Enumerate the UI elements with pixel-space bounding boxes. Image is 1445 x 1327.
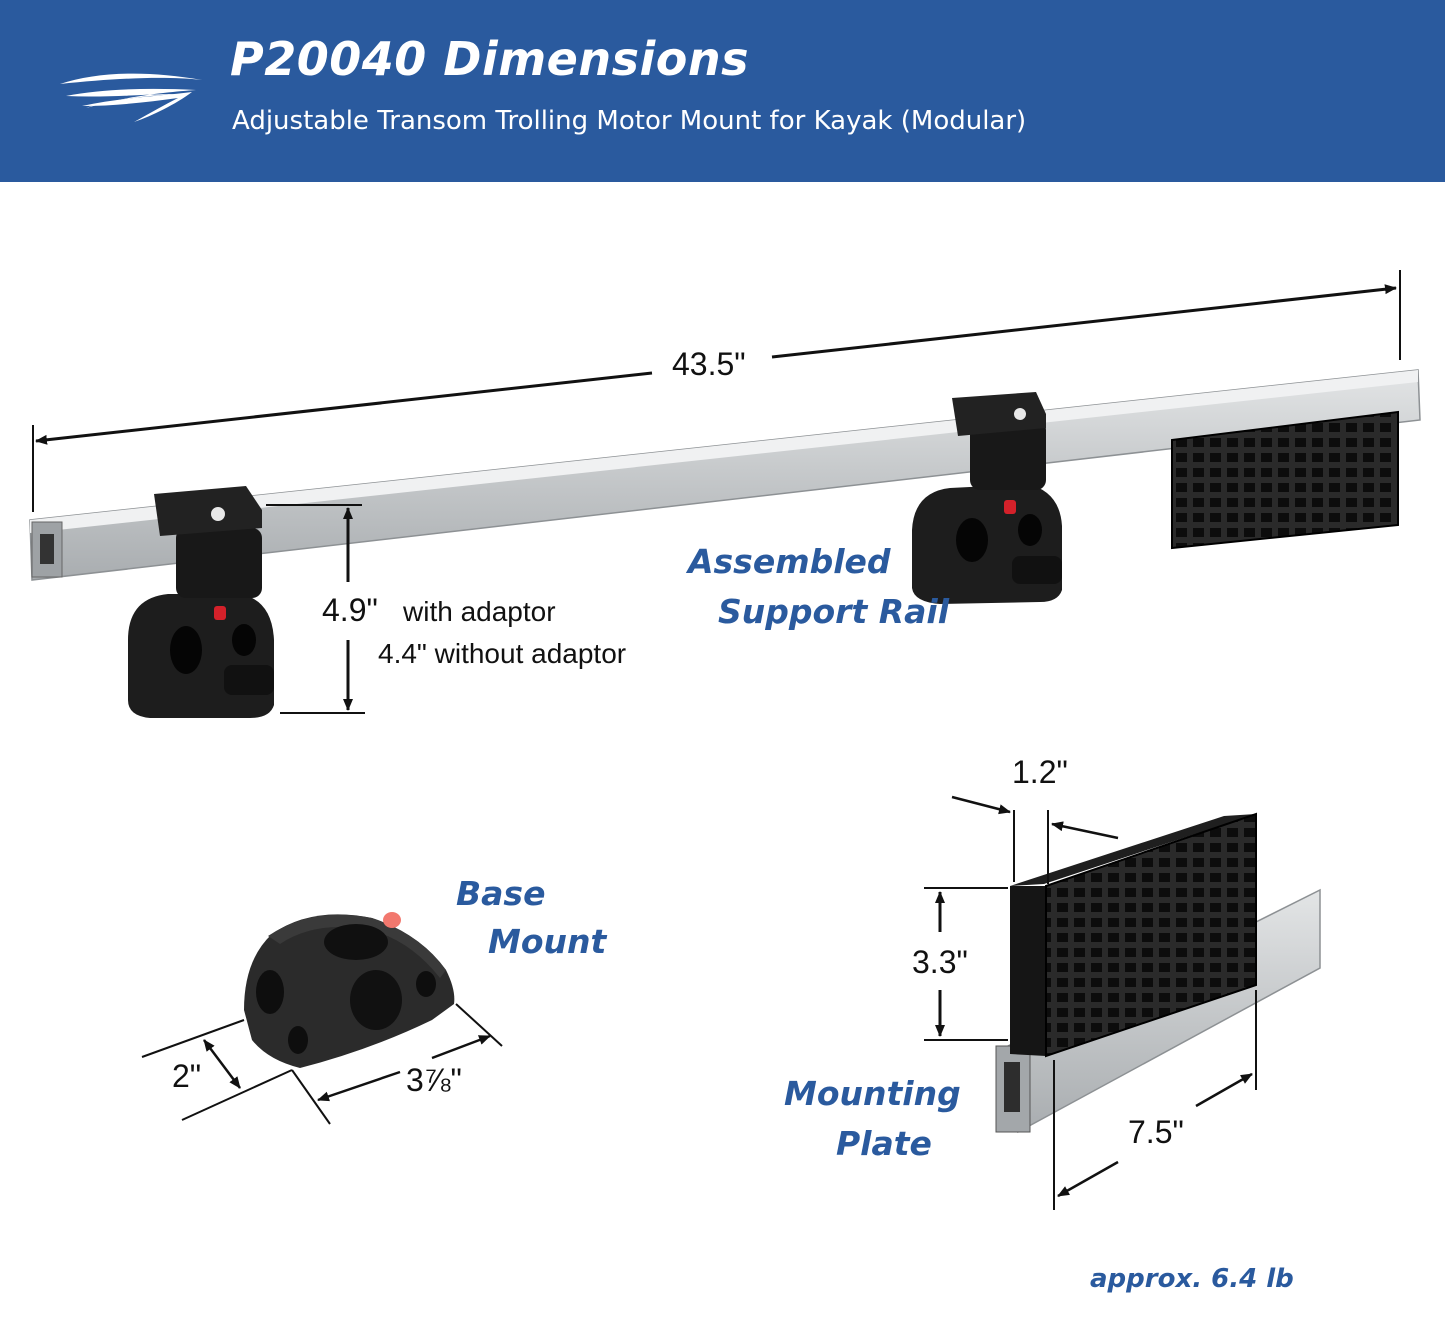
rail-height-dimension [266, 504, 365, 714]
mounting-plate-detail [995, 812, 1321, 1134]
mounting-plate-dimensions [924, 795, 1257, 1210]
height-with-adaptor-value: 4.9" [322, 592, 378, 628]
base-mount-length-label: 3⅞" [406, 1062, 462, 1098]
page-subtitle: Adjustable Transom Trolling Motor Mount … [232, 106, 1027, 136]
base-mount-label-line2: Mount [488, 922, 607, 961]
rail-length-dimension [32, 270, 1401, 512]
weight-label: approx. 6.4 lb [1090, 1264, 1294, 1294]
mounting-plate-label-line2: Plate [836, 1124, 932, 1163]
base-mount-dimensions [141, 1003, 503, 1125]
height-with-adaptor-note: with adaptor [403, 596, 556, 627]
height-without-adaptor-label: 4.4" without adaptor [378, 638, 627, 669]
mounting-plate-label-line1: Mounting [784, 1074, 961, 1113]
left-base-mount [128, 486, 274, 718]
base-mount-detail [244, 912, 455, 1068]
base-mount-label-line1: Base [456, 874, 546, 913]
support-rail [29, 369, 1421, 581]
rail-length-label: 43.5" [672, 346, 746, 382]
header-banner: P20040 Dimensions Adjustable Transom Tro… [0, 0, 1445, 182]
plate-height-label: 3.3" [912, 944, 968, 980]
assembled-rail-label-line1: Assembled [688, 542, 891, 581]
right-base-mount [912, 392, 1062, 604]
base-mount-depth-label: 2" [172, 1058, 202, 1094]
plate-thickness-label: 1.2" [1012, 754, 1068, 790]
boat-wave-logo [60, 73, 202, 122]
plate-width-label: 7.5" [1128, 1114, 1184, 1150]
page-title: P20040 Dimensions [230, 32, 749, 86]
assembled-rail-label-line2: Support Rail [718, 592, 950, 631]
rail-mounting-plate [1171, 410, 1399, 550]
